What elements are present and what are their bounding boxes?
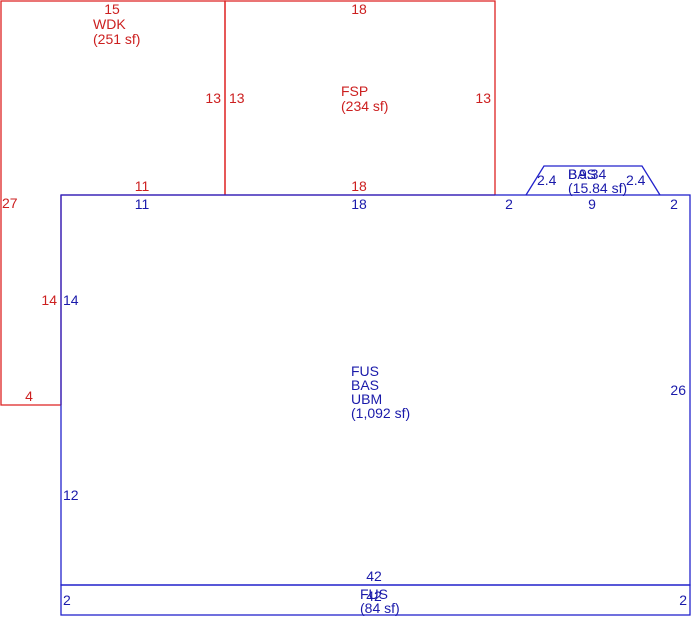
main-code-2: BAS (351, 377, 379, 393)
wdk-bottom-dim: 4 (25, 388, 33, 404)
wdk-top-dim: 15 (104, 1, 120, 17)
fsp-top-dim: 18 (351, 1, 367, 17)
wdk-inner-right-dim: 14 (41, 292, 57, 308)
fsp-left-dim: 13 (229, 90, 245, 106)
bay-right-dim: 2.4 (626, 172, 646, 188)
porch-overlap-dim: 42 (366, 588, 382, 604)
bay-overlap-code: B (568, 166, 577, 182)
main-left-upper-dim: 14 (63, 292, 79, 308)
main-code-3: UBM (351, 391, 382, 407)
main-right-dim: 26 (670, 382, 686, 398)
wdk-outline (0, 0, 226, 406)
porch-right-dim: 2 (679, 592, 687, 608)
bay-code: BAS (568, 166, 596, 182)
fsp-outline (224, 0, 496, 195)
wdk-left-dim: 27 (2, 195, 18, 211)
wdk-right-dim: 13 (205, 90, 221, 106)
fsp-area: (234 sf) (341, 98, 388, 114)
porch-left-dim: 2 (63, 592, 71, 608)
wdk-code: WDK (93, 16, 126, 32)
bay-outline (525, 165, 661, 196)
porch-area: (84 sf) (360, 600, 400, 616)
main-top-seg-dim: 2 (505, 196, 513, 212)
wdk-area: (251 sf) (93, 31, 140, 47)
fsp-bottom-dim: 18 (351, 178, 367, 194)
fsp-right-dim: 13 (475, 90, 491, 106)
fsp-code: FSP (341, 83, 368, 99)
main-top-bay-dim: 9 (588, 196, 596, 212)
main-left-lower-dim: 12 (63, 487, 79, 503)
porch-code: FUS (360, 586, 388, 602)
bay-left-dim: 2.4 (537, 172, 557, 188)
bay-area: (15.84 sf) (568, 180, 627, 196)
main-bottom-dim: 42 (366, 568, 382, 584)
main-top-mid-dim: 18 (351, 196, 367, 212)
porch-outline (60, 584, 691, 616)
main-code-1: FUS (351, 363, 379, 379)
main-top-left-dim: 11 (135, 196, 150, 212)
wdk-bottom-top-dim: 11 (135, 178, 150, 194)
main-top-right-dim: 2 (670, 196, 678, 212)
main-area: (1,092 sf) (351, 405, 410, 421)
bay-overlap-dim: 9.34 (579, 166, 606, 182)
